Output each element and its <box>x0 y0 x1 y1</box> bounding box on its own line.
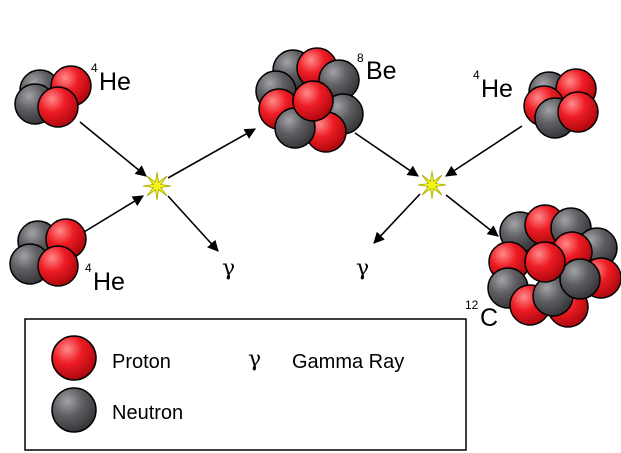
legend-neutron-label: Neutron <box>112 402 183 424</box>
gamma-label-left: γ <box>222 256 235 281</box>
arrow-fusion1-to-be8 <box>167 128 256 179</box>
proton-sphere <box>524 241 566 283</box>
legend-box <box>24 318 467 451</box>
arrow-he4-right-to-fusion2 <box>445 125 523 177</box>
arrow-fusion1-to-gamma <box>167 195 219 252</box>
c12-label: 12C <box>465 298 498 332</box>
be8-nucleus <box>255 47 364 153</box>
reaction-arrows <box>79 121 523 252</box>
he4-nucleus-bottom <box>9 218 87 287</box>
arrow-he4-bottom-to-fusion1 <box>83 195 144 233</box>
proton-sphere <box>37 86 79 128</box>
c12-nucleus <box>487 204 621 328</box>
legend-proton-icon <box>51 335 97 381</box>
legend-gamma-symbol: γ <box>248 347 261 372</box>
be8-label: 8Be <box>357 51 397 85</box>
proton-sphere <box>557 91 599 133</box>
he4-bottom-label: 4He <box>85 261 125 296</box>
arrow-he4-top-to-fusion1 <box>79 121 147 177</box>
neutron-sphere <box>559 258 601 300</box>
fusion-star-1 <box>142 171 172 201</box>
he4-top-label: 4He <box>91 61 131 96</box>
proton-sphere <box>37 245 79 287</box>
gamma-label-right: γ <box>356 256 369 281</box>
he4-right-label: 4He <box>473 68 513 103</box>
legend-neutron-icon <box>51 387 97 433</box>
he4-nucleus-top <box>14 65 92 128</box>
arrow-be8-to-fusion2 <box>354 132 419 177</box>
fusion-star-2 <box>417 170 447 200</box>
legend-proton-label: Proton <box>112 351 171 373</box>
arrow-fusion2-to-gamma <box>373 193 421 244</box>
he4-nucleus-right <box>523 68 599 139</box>
legend-gamma-label: Gamma Ray <box>292 351 404 373</box>
proton-sphere <box>292 80 334 122</box>
arrow-fusion2-to-c12 <box>445 194 499 237</box>
legend: Proton Neutron γ Gamma Ray <box>24 318 467 451</box>
